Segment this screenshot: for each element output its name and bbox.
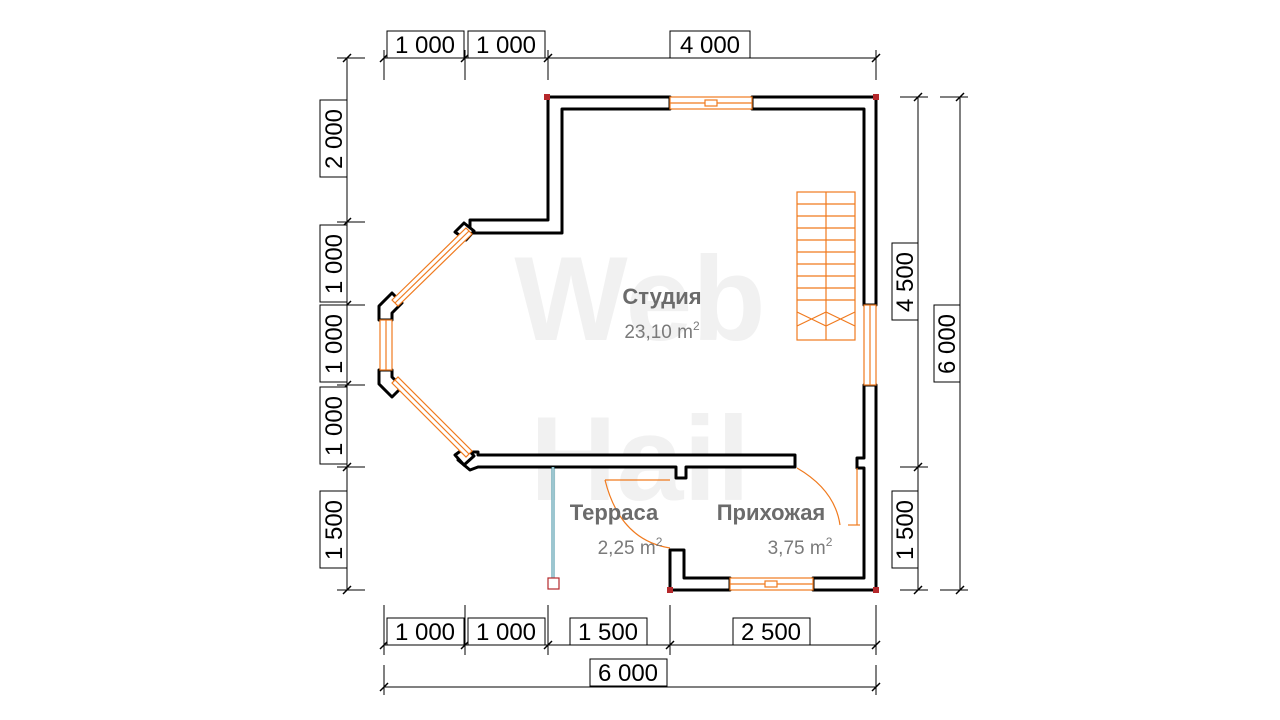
dim-right-1: 4 500 [892, 252, 919, 312]
dim-bottom-total: 6 000 [598, 660, 658, 687]
watermark-line-1: Web [514, 232, 765, 366]
wall-hall-bottom [668, 548, 732, 592]
wall-top-left [468, 95, 672, 235]
dim-left-1: 2 000 [321, 109, 348, 169]
stairs [796, 191, 856, 341]
dim-top-2: 1 000 [476, 32, 536, 59]
doors [604, 467, 860, 549]
dim-bottom-2: 1 000 [476, 619, 536, 646]
dimension-labels: 1 000 1 000 4 000 1 000 1 000 1 500 2 50… [321, 32, 961, 687]
windows [379, 96, 877, 591]
room-labels: Студия 23,10 m2 Терраса 2,25 m2 Прихожая… [570, 284, 833, 559]
dim-top-1: 1 000 [395, 32, 455, 59]
room-hall-area: 3,75 m2 [768, 535, 833, 559]
dim-bottom-1: 1 000 [395, 619, 455, 646]
wall-right-lower [811, 383, 878, 592]
dim-left-4: 1 000 [321, 396, 348, 456]
dim-bottom-3: 1 500 [578, 619, 638, 646]
room-studio-name: Студия [622, 284, 701, 309]
bay-corners [377, 221, 476, 467]
door-arc-hall [796, 467, 841, 526]
wall-studio-bottom [456, 450, 797, 480]
room-studio-area: 23,10 m2 [624, 319, 700, 343]
dim-top-3: 4 000 [680, 32, 740, 59]
dim-left-2: 1 000 [321, 234, 348, 294]
dim-bottom-4: 2 500 [741, 619, 801, 646]
dim-left-3: 1 000 [321, 314, 348, 374]
dim-left-5: 1 500 [321, 500, 348, 560]
dim-right-total: 6 000 [934, 314, 961, 374]
dim-right-2: 1 500 [892, 500, 919, 560]
room-terrace-name: Терраса [570, 500, 659, 525]
room-terrace-area: 2,25 m2 [598, 535, 663, 559]
room-hall-name: Прихожая [717, 500, 826, 525]
dimension-boxes [319, 30, 961, 687]
terrace-post [547, 467, 560, 590]
corner-markers [544, 94, 879, 593]
door-arc-terrace [604, 479, 671, 549]
